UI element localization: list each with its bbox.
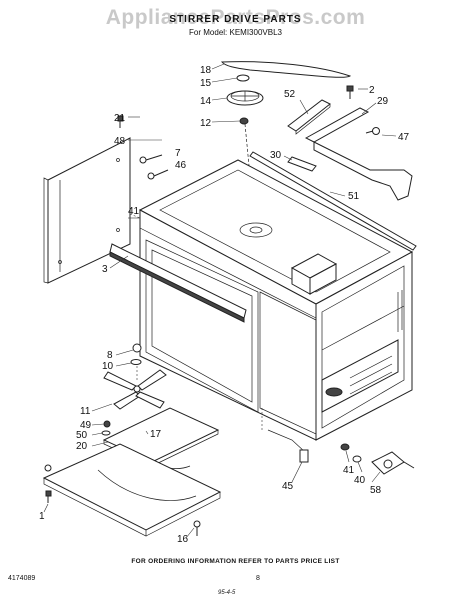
callout-45: 45	[282, 481, 294, 492]
callout-50: 50	[76, 430, 88, 441]
callout-15: 15	[200, 78, 212, 89]
callout-1: 1	[39, 511, 45, 522]
part-21-screw	[117, 115, 124, 128]
part-16-screw	[193, 520, 201, 536]
callout-3: 3	[102, 264, 108, 275]
part-51-top-rail	[249, 151, 417, 251]
part-2-screw	[346, 85, 354, 99]
diagram-title: STIRRER DRIVE PARTS	[169, 14, 302, 25]
part-1-bottom-plate	[42, 443, 222, 537]
handwritten-mark: 95-4-5	[218, 590, 236, 596]
part-10-washer	[130, 359, 142, 365]
callout-16: 16	[177, 534, 189, 545]
callout-17: 17	[150, 429, 162, 440]
callout-8: 8	[107, 350, 113, 361]
callout-11: 11	[80, 406, 91, 417]
callout-10: 10	[102, 361, 114, 372]
ordering-information-note: FOR ORDERING INFORMATION REFER TO PARTS …	[131, 558, 340, 565]
callout-21: 21	[114, 113, 126, 124]
part-58-motor	[371, 451, 415, 475]
part-40-washer	[352, 455, 362, 463]
callout-12: 12	[200, 118, 212, 129]
callout-7: 7	[175, 148, 181, 159]
part-8-coupler	[132, 343, 142, 353]
callout-51: 51	[348, 191, 360, 202]
part-18-drive-belt	[221, 61, 352, 78]
callout-labels: 18 15 14 12 2 52 29 47 30 51 21 48 7 46 …	[39, 65, 410, 545]
callout-58: 58	[370, 485, 382, 496]
part-50-washer	[101, 430, 111, 436]
part-45-connector	[267, 429, 309, 463]
model-label: For Model: KEMI300VBL3	[189, 28, 282, 37]
callout-2: 2	[369, 85, 375, 96]
callout-48: 48	[114, 136, 126, 147]
callout-29: 29	[377, 96, 389, 107]
callout-41-lower: 41	[343, 465, 355, 476]
part-7-screw	[139, 154, 163, 164]
callout-52: 52	[284, 89, 296, 100]
part-41-nut	[340, 443, 350, 451]
part-47-screw	[365, 127, 380, 135]
callout-14: 14	[200, 96, 212, 107]
part-3-trim-strip	[109, 243, 247, 323]
callout-30: 30	[270, 150, 282, 161]
watermark: AppliancePartsPros.com	[105, 6, 366, 29]
part-52-strip	[287, 99, 331, 135]
part-46-screw	[147, 169, 169, 180]
oven-cavity-assembly	[129, 159, 414, 441]
callout-41-upper: 41	[128, 206, 140, 217]
part-11-stirrer-blade	[103, 369, 167, 410]
leader-lines	[43, 63, 397, 539]
part-14-pulley	[226, 90, 264, 106]
part-12-nut	[239, 117, 249, 125]
part-15-washer	[236, 74, 250, 82]
part-48-side-panel	[43, 137, 131, 284]
part-49-screw	[103, 420, 111, 428]
part-30-pad	[287, 156, 317, 172]
document-number: 4174089	[8, 575, 36, 582]
part-29-bracket	[304, 107, 413, 201]
callout-18: 18	[200, 65, 212, 76]
callout-46: 46	[175, 160, 187, 171]
callout-47: 47	[398, 132, 410, 143]
callout-49: 49	[80, 420, 92, 431]
part-1-screw	[45, 490, 52, 503]
page-number: 8	[256, 575, 260, 582]
callout-20: 20	[76, 441, 88, 452]
callout-40: 40	[354, 475, 366, 486]
